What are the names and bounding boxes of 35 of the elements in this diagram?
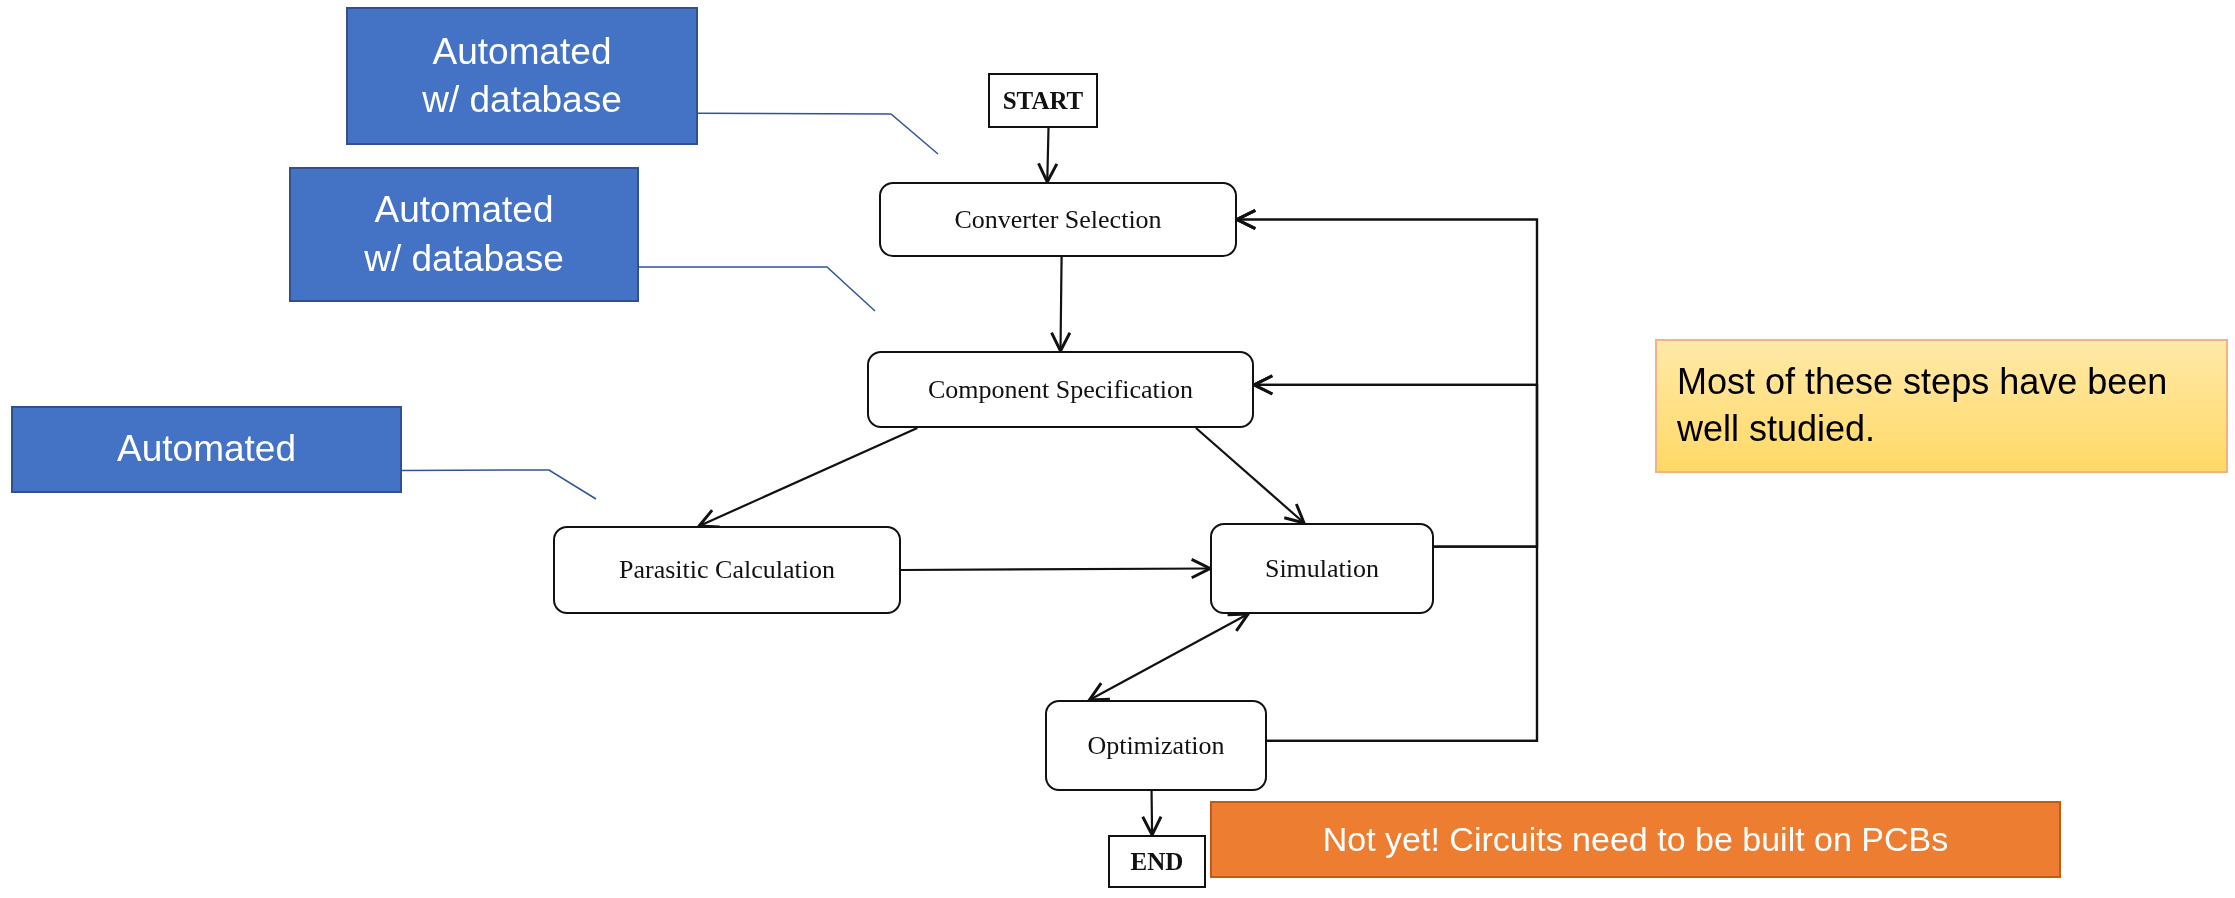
arrow xyxy=(1252,374,1539,743)
arrow xyxy=(697,427,918,529)
arrow xyxy=(1087,612,1250,702)
node-text: Not yet! Circuits need to be built on PCBs xyxy=(1322,820,1949,859)
arrow xyxy=(1141,791,1163,837)
node-text: Automated w/ database xyxy=(421,29,623,122)
node-text: END xyxy=(1130,847,1184,876)
node-text: Simulation xyxy=(1264,553,1380,584)
process-box xyxy=(867,351,1254,428)
arrow xyxy=(1050,257,1072,353)
note-box xyxy=(1655,339,2228,473)
node-text: Converter Selection xyxy=(954,204,1162,235)
node-text: Parasitic Calculation xyxy=(619,555,835,585)
node-text: Automated xyxy=(117,427,296,472)
terminal-box xyxy=(988,73,1098,128)
leader-line xyxy=(401,469,597,500)
callout-box xyxy=(11,406,402,493)
node-text: Optimization xyxy=(1087,730,1225,761)
node-text: Component Specification xyxy=(928,374,1193,405)
terminal-box xyxy=(1108,835,1206,888)
node-text: START xyxy=(1002,86,1084,115)
process-box xyxy=(879,182,1237,257)
callout-box xyxy=(346,7,698,145)
process-box xyxy=(1045,700,1267,791)
note-box xyxy=(1210,801,2061,878)
leader-line xyxy=(697,112,939,155)
arrow xyxy=(1195,427,1306,525)
process-box xyxy=(553,526,901,614)
arrow xyxy=(901,557,1212,580)
node-text: Most of these steps have been well studied. xyxy=(1677,360,2169,451)
node-text: Automated w/ database xyxy=(363,188,565,281)
process-box xyxy=(1210,523,1434,614)
arrow xyxy=(1037,127,1059,184)
callout-box xyxy=(289,167,639,302)
leader-line xyxy=(638,266,876,312)
